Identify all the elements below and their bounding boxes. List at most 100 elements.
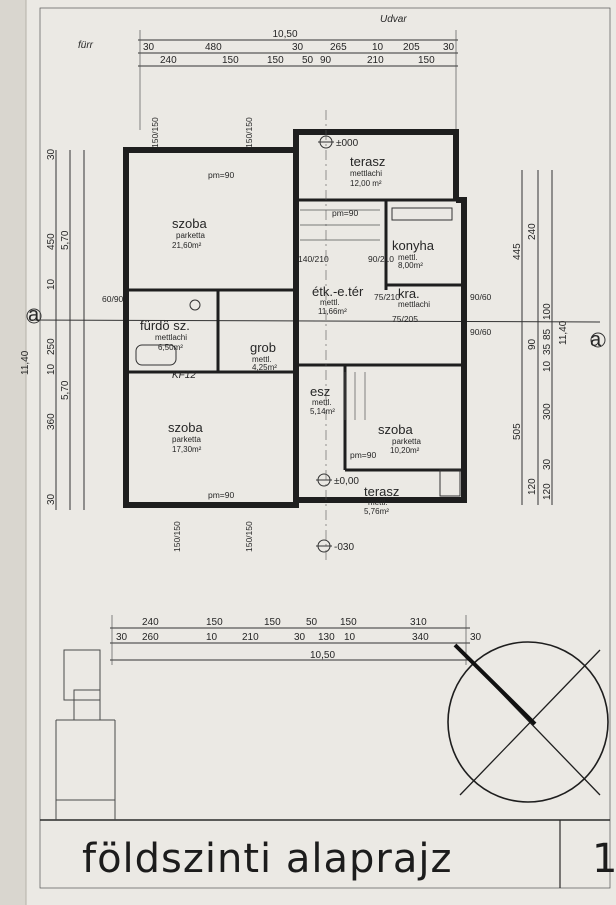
note-mid: KF12 [172, 370, 196, 381]
building-walls [123, 129, 467, 508]
bottom-dim-row2-9: 30 [470, 632, 482, 643]
svg-text:kra.: kra. [398, 286, 420, 301]
right-dimensions: 120 240 445 505 100 90 85 35 10 300 30 1… [512, 170, 606, 505]
svg-text:fürdö sz.: fürdö sz. [140, 318, 190, 333]
room-eloszoba: esz mettl. 5,14m² [310, 384, 335, 416]
bottom-dim-4: 50 [306, 617, 318, 628]
window-pm-1: pm=90 [208, 170, 234, 180]
detail-sketch [55, 649, 116, 820]
drawing-title: földszinti alaprajz [82, 836, 453, 882]
right-outer-4: 505 [512, 423, 523, 440]
svg-text:szoba: szoba [378, 422, 413, 437]
room-labels: szoba parketta 21,60m² terasz mettlachi … [140, 154, 435, 516]
right-inner-1: 100 [542, 303, 553, 320]
right-inner-2: 90 [527, 338, 538, 350]
bottom-dim-row2-7: 10 [344, 632, 356, 643]
bottom-dim-row2-1: 30 [116, 632, 128, 643]
left-dim-1: 30 [46, 148, 57, 160]
window-pm-4: pm=90 [332, 208, 358, 218]
svg-text:8,00m²: 8,00m² [398, 261, 423, 270]
svg-text:parketta: parketta [176, 231, 205, 240]
svg-text:mettl.: mettl. [368, 498, 388, 507]
svg-text:parketta: parketta [392, 437, 421, 446]
left-dim-3: 10 [46, 278, 57, 290]
top-dim-row2-2: 150 [222, 55, 239, 66]
page-number: 1 [592, 836, 616, 882]
top-dim-row2-5: 90 [320, 55, 332, 66]
left-dim-5: 10 [46, 363, 57, 375]
sheet-frame [39, 7, 611, 889]
svg-text:6,50m²: 6,50m² [158, 343, 183, 352]
right-overall: 11,40 [558, 320, 569, 345]
svg-text:4,25m²: 4,25m² [252, 363, 277, 372]
window-size-3: 90/60 [470, 292, 492, 302]
top-dim-5: 10 [372, 42, 384, 53]
section-marker-left [26, 308, 42, 324]
bottom-dim-row2-6: 130 [318, 632, 335, 643]
room-kamra: kra. mettlachi [398, 286, 430, 309]
bottom-overall-dim: 10,50 [310, 650, 335, 661]
top-dim-2: 480 [205, 42, 222, 53]
bottom-dim-6: 310 [410, 617, 427, 628]
window-pm-2: pm=90 [208, 490, 234, 500]
svg-text:5,76m²: 5,76m² [364, 507, 389, 516]
svg-text:mettl.: mettl. [252, 355, 272, 364]
note-udvar: Udvar [380, 14, 407, 25]
top-dim-row2-3: 150 [267, 55, 284, 66]
svg-text:étk.-e.tér: étk.-e.tér [312, 284, 364, 299]
right-inner-7: 30 [542, 458, 553, 470]
door-size-3: 75/210 [374, 292, 400, 302]
svg-text:12,00 m²: 12,00 m² [350, 179, 382, 188]
room-szoba-2: szoba parketta 17,30m² [168, 420, 203, 454]
room-szoba-3: szoba parketta 10,20m² [378, 422, 421, 455]
svg-text:mettlachi: mettlachi [350, 169, 382, 178]
svg-text:terasz: terasz [364, 484, 399, 499]
room-furdo: fürdö sz. mettlachi 6,50m² [140, 318, 190, 352]
level-ground-label: -030 [334, 542, 354, 553]
section-label-right: a [590, 329, 602, 351]
section-marker-right [590, 332, 606, 348]
room-grob: grob mettl. 4,25m² [250, 340, 277, 372]
top-dim-3: 30 [292, 42, 304, 53]
bottom-dim-1: 240 [142, 617, 159, 628]
right-outer-3: 445 [512, 243, 523, 260]
window-size-5: 150/150 [172, 521, 182, 552]
bottom-dim-row2-2: 260 [142, 632, 159, 643]
left-inner-1: 5,70 [60, 230, 71, 250]
svg-text:szoba: szoba [168, 420, 203, 435]
door-size-4: 60/90 [102, 294, 124, 304]
right-inner-4: 35 [542, 343, 553, 355]
window-size-4: 90/60 [470, 327, 492, 337]
left-overall: 11,40 [20, 350, 31, 375]
level-terrace-label: ±0,00 [334, 476, 359, 487]
room-konyha: konyha mettl. 8,00m² [392, 238, 435, 270]
svg-text:szoba: szoba [172, 216, 207, 231]
svg-text:mettl.: mettl. [320, 298, 340, 307]
room-etkezo: étk.-e.tér mettl. 11,66m² [312, 284, 364, 316]
right-outer-2: 240 [527, 223, 538, 240]
left-inner-2: 5,70 [60, 380, 71, 400]
svg-text:5,14m²: 5,14m² [310, 407, 335, 416]
left-dim-4: 250 [46, 338, 57, 355]
right-inner-8: 120 [542, 483, 553, 500]
top-overall-dim: 10,50 [272, 29, 297, 40]
note-corner: fürr [78, 40, 94, 51]
top-dim-4: 265 [330, 42, 347, 53]
section-label-left: a [28, 304, 40, 326]
room-szoba-1: szoba parketta 21,60m² [172, 216, 207, 250]
bottom-dim-3: 150 [264, 617, 281, 628]
door-size-2: 90/210 [368, 254, 394, 264]
top-dim-row2-1: 240 [160, 55, 177, 66]
svg-text:konyha: konyha [392, 238, 435, 253]
window-size-1: 150/150 [150, 117, 160, 148]
window-size-6: 150/150 [244, 521, 254, 552]
left-dim-6: 360 [46, 413, 57, 430]
svg-text:10,20m²: 10,20m² [390, 446, 420, 455]
level-entry-label: ±000 [336, 138, 359, 149]
svg-text:terasz: terasz [350, 154, 385, 169]
door-size-5: 75/205 [392, 314, 418, 324]
svg-text:esz: esz [310, 384, 330, 399]
binding-shadow [0, 0, 26, 905]
